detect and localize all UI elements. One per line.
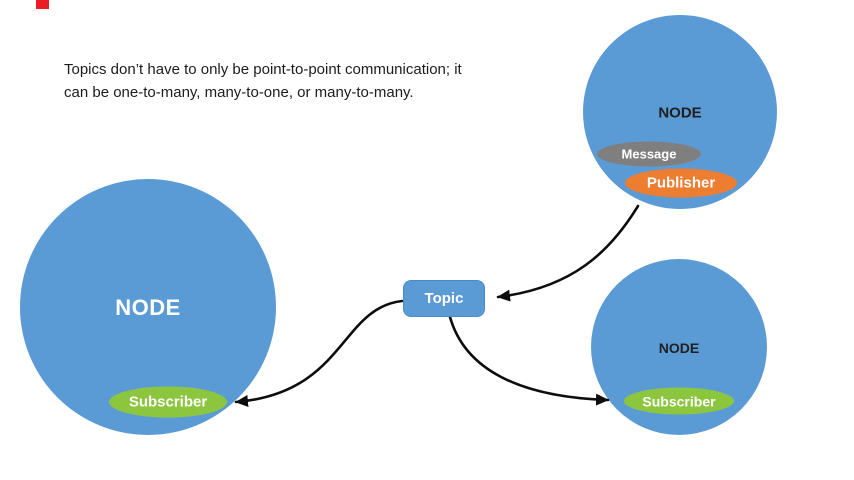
caption-text: Topics don’t have to only be point-to-po…	[64, 61, 462, 102]
red-accent-tab	[36, 0, 49, 9]
topic-box: Topic	[403, 280, 485, 317]
message-pill-label: Message	[621, 146, 677, 162]
message-pill: Message	[597, 141, 701, 167]
subscriber-pill-right: Subscriber	[624, 387, 734, 415]
topic-box-label: Topic	[424, 290, 464, 307]
publisher-pill: Publisher	[625, 168, 737, 198]
node-title-bottom-right: NODE	[658, 340, 700, 356]
node-title-left: NODE	[115, 295, 181, 320]
arrow-topic-to-right-subscriber	[448, 315, 610, 406]
subscriber-pill-left: Subscriber	[109, 386, 227, 418]
publisher-pill-label: Publisher	[646, 174, 716, 192]
subscriber-pill-left-label: Subscriber	[128, 393, 208, 411]
subscriber-pill-right-label: Subscriber	[642, 393, 716, 409]
node-title-top-right: NODE	[658, 104, 702, 122]
